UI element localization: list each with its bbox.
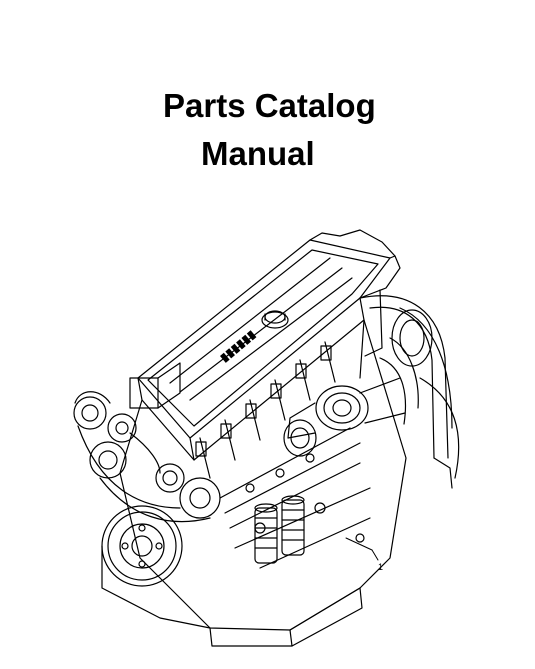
- engine-illustration: 1: [60, 228, 480, 648]
- turbo-pipes: [359, 295, 460, 489]
- front-accessory-drive: [73, 362, 221, 523]
- intake-manifold: [309, 229, 401, 379]
- title-line-1: Parts Catalog: [163, 87, 376, 124]
- turbocharger: [283, 377, 406, 457]
- valve-cover: [137, 239, 391, 461]
- cover-lettering: [220, 330, 257, 363]
- crankshaft-damper: [101, 505, 211, 629]
- oil-filters: [254, 495, 305, 564]
- callout-number: 1: [378, 562, 383, 572]
- callout-leader: [345, 537, 379, 561]
- title-line-2: Manual: [201, 135, 315, 172]
